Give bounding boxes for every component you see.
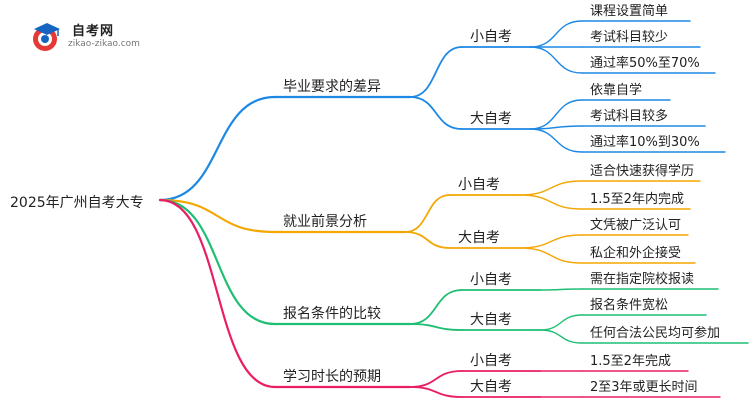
sub-label: 小自考 bbox=[470, 353, 512, 369]
branch-label: 学习时长的预期 bbox=[283, 369, 381, 385]
leaf-connector bbox=[519, 247, 583, 264]
mindmap-root: 2025年广州自考大专 bbox=[10, 195, 144, 211]
sub-connector bbox=[409, 96, 463, 130]
sub-label: 小自考 bbox=[470, 29, 512, 45]
leaf-label: 通过率50%至70% bbox=[590, 55, 700, 71]
sub-label: 大自考 bbox=[470, 111, 512, 127]
leaf-connector bbox=[529, 46, 583, 74]
leaf-label: 私企和外企接受 bbox=[590, 245, 681, 261]
sub-connector bbox=[404, 231, 451, 249]
leaf-label: 文凭被广泛认可 bbox=[590, 218, 681, 233]
leaf-label: 通过率10%到30% bbox=[590, 134, 700, 150]
branch-connector bbox=[158, 198, 277, 326]
sub-connector bbox=[409, 46, 463, 98]
leaf-label: 2至3年或更长时间 bbox=[590, 380, 698, 395]
sub-label: 大自考 bbox=[470, 312, 512, 328]
sub-connector bbox=[409, 323, 463, 331]
leaf-connector bbox=[539, 329, 583, 344]
graduation-cap-logo-icon bbox=[33, 23, 60, 51]
leaf-connector bbox=[519, 180, 583, 196]
logo-url: zikao-zikao.com bbox=[68, 39, 140, 49]
sub-connector bbox=[404, 194, 451, 233]
leaf-label: 适合快速获得学历 bbox=[590, 163, 694, 179]
mindmap-edges bbox=[158, 20, 749, 398]
branch-connector bbox=[158, 198, 277, 234]
leaf-connector bbox=[539, 314, 583, 331]
leaf-connector bbox=[529, 128, 583, 153]
leaf-label: 任何合法公民均可参加 bbox=[590, 325, 720, 341]
leaf-label: 1.5至2年完成 bbox=[590, 354, 671, 369]
branch-connector bbox=[158, 95, 277, 202]
sub-connector bbox=[409, 289, 463, 325]
sub-label: 小自考 bbox=[470, 272, 512, 288]
leaf-connector bbox=[529, 20, 583, 48]
site-logo: 自考网 zikao-zikao.com bbox=[30, 18, 170, 58]
leaf-connector bbox=[539, 288, 583, 291]
leaf-label: 1.5至2年内完成 bbox=[590, 191, 684, 207]
logo-title: 自考网 bbox=[72, 24, 115, 39]
branch-label: 就业前景分析 bbox=[283, 213, 367, 230]
leaf-label: 需在指定院校报读 bbox=[590, 271, 694, 287]
sub-label: 大自考 bbox=[470, 379, 512, 395]
leaf-label: 依靠自学 bbox=[590, 82, 642, 98]
leaf-connector bbox=[519, 194, 583, 210]
leaf-label: 考试科目较多 bbox=[590, 108, 668, 124]
sub-label: 大自考 bbox=[458, 230, 500, 246]
mindmap-nodes: 2025年广州自考大专 毕业要求的差异小自考课程设置简单考试科目较少通过率50%… bbox=[10, 3, 720, 395]
branch-label: 毕业要求的差异 bbox=[283, 79, 381, 95]
leaf-connector bbox=[529, 99, 583, 130]
sub-label: 小自考 bbox=[458, 177, 500, 193]
sub-connector bbox=[409, 370, 463, 388]
branch-label: 报名条件的比较 bbox=[283, 305, 381, 322]
leaf-label: 报名条件宽松 bbox=[590, 297, 668, 313]
leaf-connector bbox=[519, 234, 583, 249]
leaf-label: 课程设置简单 bbox=[590, 3, 668, 19]
sub-connector bbox=[409, 386, 463, 398]
branch-connector bbox=[158, 198, 277, 389]
leaf-label: 考试科目较少 bbox=[590, 30, 668, 45]
